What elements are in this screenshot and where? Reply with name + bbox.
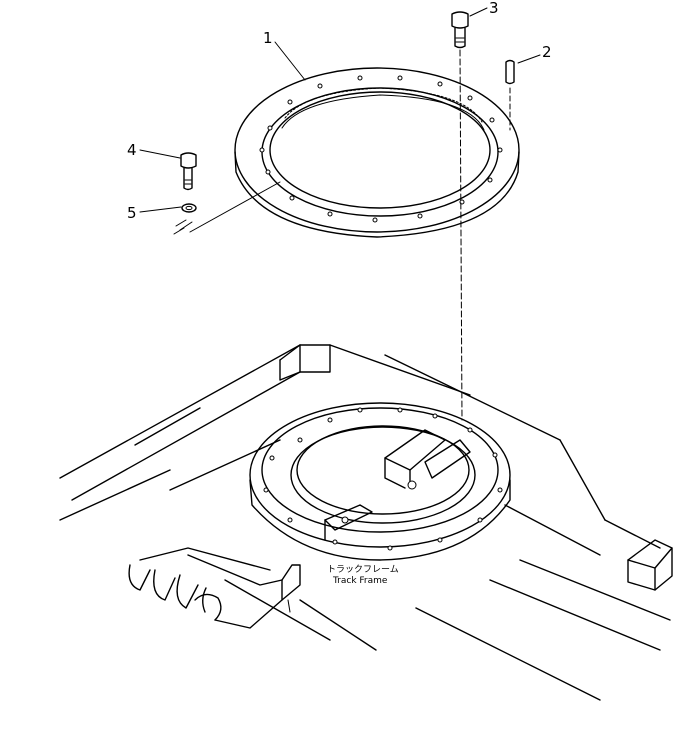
washer-part-5 xyxy=(173,181,281,235)
bolt-part-4 xyxy=(180,152,197,191)
bearing-seat-ring xyxy=(249,402,511,561)
callout-3: 3 xyxy=(489,0,499,17)
bolt-part-3 xyxy=(451,11,469,421)
swing-circle-bearing xyxy=(234,67,520,238)
leader-1 xyxy=(274,41,306,81)
track-frame-label-jp: トラックフレーム xyxy=(327,564,399,575)
callout-4: 4 xyxy=(127,141,137,159)
callout-2: 2 xyxy=(542,43,552,61)
leader-5 xyxy=(139,206,182,213)
leader-3 xyxy=(469,7,488,17)
pin-part-2 xyxy=(505,59,515,131)
leader-4 xyxy=(139,149,181,159)
callout-1: 1 xyxy=(263,29,273,47)
callout-5: 5 xyxy=(127,204,137,222)
leader-2 xyxy=(517,54,541,64)
track-frame-label-en: Track Frame xyxy=(332,576,388,586)
track-frame xyxy=(59,344,673,701)
